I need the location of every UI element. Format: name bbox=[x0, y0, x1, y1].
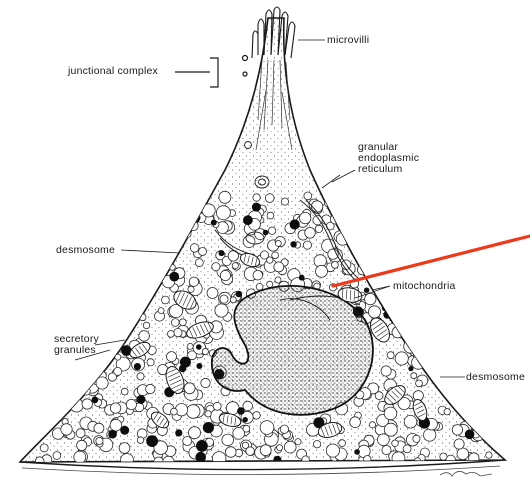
label-microvilli: microvilli bbox=[327, 35, 369, 46]
label-mitochondria: mitochondria bbox=[393, 281, 456, 292]
junctional-complex-bracket bbox=[175, 56, 248, 88]
artist-signature bbox=[440, 471, 492, 476]
label-desmosome-right: desmosome bbox=[466, 372, 525, 383]
label-desmosome-left: desmosome bbox=[56, 245, 115, 256]
label-secretory-granules: secretory granules bbox=[54, 334, 99, 356]
label-granular-er: granular endoplasmic reticulum bbox=[358, 142, 419, 175]
label-junctional-complex: junctional complex bbox=[68, 66, 158, 77]
red-pointer-line bbox=[333, 236, 530, 286]
